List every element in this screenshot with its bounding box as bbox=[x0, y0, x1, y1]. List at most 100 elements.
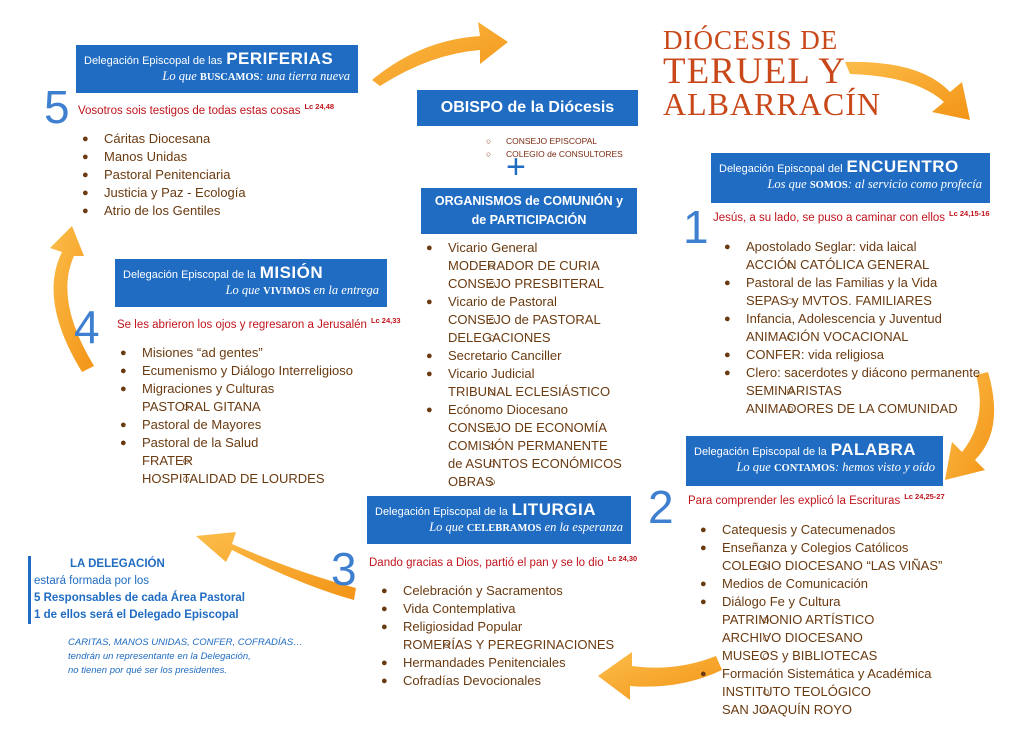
list-subitem-label: ACCIÓN CATÓLICA GENERAL bbox=[746, 257, 930, 272]
title-line-2: TERUEL Y bbox=[663, 50, 847, 92]
encuentro-motto-b: : al servicio como profecía bbox=[847, 177, 982, 191]
list-item: ●Medios de Comunicación bbox=[700, 575, 982, 593]
list-subitem: ○CONSEJO de PASTORAL bbox=[448, 311, 648, 329]
note-line-1: CARITAS, MANOS UNIDAS, CONFER, COFRADÍAS… bbox=[68, 637, 303, 648]
circle-bullet-icon: ○ bbox=[488, 276, 496, 291]
bullet-icon: ● bbox=[700, 578, 707, 590]
liturgia-list: ●Celebración y Sacramentos●Vida Contempl… bbox=[381, 582, 623, 690]
list-subitem-label: OBRAS bbox=[448, 474, 494, 489]
list-item-label: Enseñanza y Colegios Católicos bbox=[722, 540, 909, 555]
list-subitem: ○HOSPITALIDAD DE LOURDES bbox=[142, 470, 382, 488]
list-subitem: ○PASTORAL GITANA bbox=[142, 398, 382, 416]
list-subitem: ○ACCIÓN CATÓLICA GENERAL bbox=[746, 256, 1016, 274]
bullet-icon: ● bbox=[82, 169, 89, 181]
bullet-icon: ● bbox=[120, 383, 127, 395]
organismos-list: ●Vicario General○MODERADOR DE CURIA○CONS… bbox=[426, 239, 648, 491]
encuentro-motto: Los que SOMOS: al servicio como profecía bbox=[719, 177, 982, 192]
list-subitem: ○SEPAS y MVTOS. FAMILIARES bbox=[746, 292, 1016, 310]
list-subitem: ○INSTITUTO TEOLÓGICO bbox=[722, 683, 982, 701]
circle-bullet-icon: ○ bbox=[488, 384, 496, 399]
bullet-icon: ● bbox=[724, 313, 731, 325]
circle-bullet-icon: ○ bbox=[488, 438, 496, 453]
list-item-label: Vicario de Pastoral bbox=[448, 294, 557, 309]
circle-bullet-icon: ○ bbox=[762, 702, 770, 717]
circle-bullet-icon: ○ bbox=[488, 258, 496, 273]
obispo-label: OBISPO de la Diócesis bbox=[440, 99, 615, 116]
organismos-box: ORGANISMOS de COMUNIÓN y de PARTICIPACIÓ… bbox=[421, 188, 637, 234]
bullet-icon: ● bbox=[426, 404, 433, 416]
periferias-name: PERIFERIAS bbox=[226, 49, 334, 68]
list-item: ●Ecumenismo y Diálogo Interreligioso bbox=[120, 362, 382, 380]
mision-motto-a: Lo que bbox=[225, 283, 260, 297]
mision-number: 4 bbox=[74, 301, 100, 353]
list-item-label: Vicario General bbox=[448, 240, 538, 255]
mision-motto-key: VIVIMOS bbox=[263, 286, 311, 297]
list-subitem: ○COMISIÓN PERMANENTE bbox=[448, 437, 648, 455]
list-item: ●Secretario Canciller bbox=[426, 347, 648, 365]
list-item-label: Catequesis y Catecumenados bbox=[722, 522, 896, 537]
circle-bullet-icon: ○ bbox=[488, 456, 496, 471]
list-subitem-label: SAN JOAQUÍN ROYO bbox=[722, 702, 853, 717]
circle-bullet-icon: ○ bbox=[786, 383, 794, 398]
delegacion-rule bbox=[28, 556, 31, 624]
list-subitem-label: COLEGIO DIOCESANO “LAS VIÑAS” bbox=[722, 558, 943, 573]
note-line-3: no tienen por qué ser los presidentes. bbox=[68, 665, 227, 676]
arrow-right-top-icon bbox=[845, 61, 970, 120]
arrow-right-mid-icon bbox=[945, 372, 995, 480]
list-subitem-label: TRIBUNAL ECLESIÁSTICO bbox=[448, 384, 611, 399]
periferias-ref: Lc 24,48 bbox=[304, 102, 335, 111]
list-subitem-label: HOSPITALIDAD DE LOURDES bbox=[142, 471, 325, 486]
obispo-box: OBISPO de la Diócesis bbox=[417, 90, 638, 126]
liturgia-motto-key: CELEBRAMOS bbox=[466, 523, 542, 534]
list-item-label: Diálogo Fe y Cultura bbox=[722, 594, 841, 609]
list-subitem-label: COMISIÓN PERMANENTE bbox=[448, 438, 608, 453]
list-item: ●Pastoral de la Salud bbox=[120, 434, 382, 452]
periferias-motto-b: : una tierra nueva bbox=[259, 69, 350, 83]
circle-bullet-icon: ○ bbox=[182, 453, 190, 468]
list-subitem: ○FRATER bbox=[142, 452, 382, 470]
list-item-label: Clero: sacerdotes y diácono permanente bbox=[746, 365, 981, 380]
list-subitem-label: MUSEOS y BIBLIOTECAS bbox=[722, 648, 878, 663]
plus-sign: + bbox=[506, 148, 526, 186]
list-item: ●Catequesis y Catecumenados bbox=[700, 521, 982, 539]
circle-bullet-icon: ○ bbox=[488, 474, 496, 489]
list-subitem: ○ARCHIVO DIOCESANO bbox=[722, 629, 982, 647]
liturgia-quote-text: Dando gracias a Dios, partió el pan y se… bbox=[369, 556, 604, 569]
list-item: ●Apostolado Seglar: vida laical bbox=[724, 238, 1016, 256]
list-item: ●Manos Unidas bbox=[82, 148, 334, 166]
palabra-prefix: Delegación Episcopal de la bbox=[694, 446, 827, 458]
arrow-left-icon bbox=[50, 226, 94, 372]
list-item-label: Vicario Judicial bbox=[448, 366, 535, 381]
list-subitem: ○TRIBUNAL ECLESIÁSTICO bbox=[448, 383, 648, 401]
bullet-icon: ● bbox=[426, 296, 433, 308]
mision-quote: Se les abrieron los ojos y regresaron a … bbox=[117, 316, 401, 331]
encuentro-motto-key: SOMOS bbox=[809, 180, 848, 191]
list-item: ●Migraciones y Culturas bbox=[120, 380, 382, 398]
list-subitem: ○CONSEJO DE ECONOMÍA bbox=[448, 419, 648, 437]
list-item-label: Secretario Canciller bbox=[448, 348, 562, 363]
list-subitem-label: CONSEJO de PASTORAL bbox=[448, 312, 601, 327]
palabra-ref: Lc 24,25-27 bbox=[904, 492, 945, 501]
list-item: ●Celebración y Sacramentos bbox=[381, 582, 623, 600]
periferias-number: 5 bbox=[44, 81, 70, 133]
list-item-label: Formación Sistemática y Académica bbox=[722, 666, 932, 681]
list-item: ● Vicario de Pastoral bbox=[426, 293, 648, 311]
bullet-icon: ● bbox=[120, 437, 127, 449]
list-item-label: Infancia, Adolescencia y Juventud bbox=[746, 311, 942, 326]
list-item-label: Ecumenismo y Diálogo Interreligioso bbox=[142, 363, 353, 378]
list-item: ●Pastoral de Mayores bbox=[120, 416, 382, 434]
periferias-list: ●Cáritas Diocesana●Manos Unidas●Pastoral… bbox=[82, 130, 334, 220]
list-item: ●Formación Sistemática y Académica bbox=[700, 665, 982, 683]
list-item: ●Hermandades Penitenciales bbox=[381, 654, 623, 672]
list-subitem: ○SEMINARISTAS bbox=[746, 382, 1016, 400]
circle-bullet-icon: ○ bbox=[486, 149, 492, 159]
palabra-list: ●Catequesis y Catecumenados ● Enseñanza y … bbox=[700, 521, 982, 719]
palabra-quote: Para comprender les explicó la Escritura… bbox=[688, 492, 945, 507]
delegacion-info: LA DELEGACIÓN estará formada por los 5 R… bbox=[34, 556, 245, 624]
encuentro-quote: Jesús, a su lado, se puso a caminar con … bbox=[713, 209, 990, 224]
diocese-title: DIÓCESIS DE TERUEL Y ALBARRACÍN bbox=[663, 27, 881, 120]
